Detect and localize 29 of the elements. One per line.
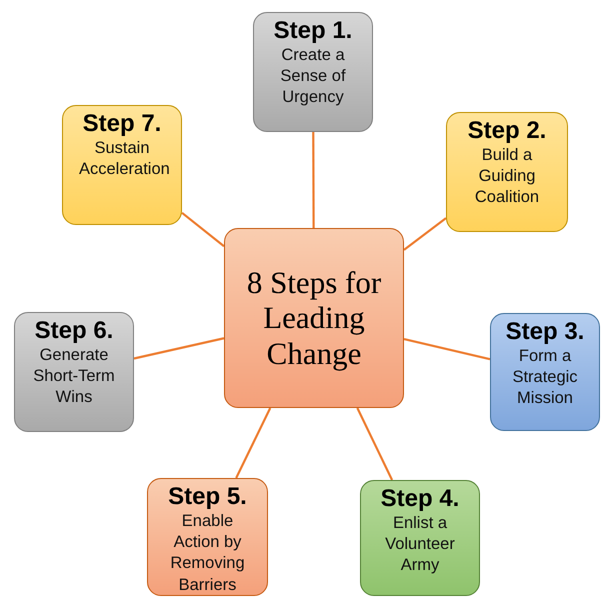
connector-line	[134, 337, 224, 360]
connector-line	[181, 212, 225, 248]
step-description: Generate Short-Term Wins	[32, 344, 116, 408]
connector-line	[235, 408, 272, 478]
title-text: 8 Steps for Leading Change	[246, 264, 382, 372]
step-heading: Step 6.	[34, 317, 114, 345]
step-heading: Step 3.	[506, 318, 584, 346]
connector-line	[312, 132, 315, 228]
step-description: Enlist a Volunteer Army	[384, 512, 456, 576]
step-box	[147, 478, 268, 596]
step-heading: Step 4.	[380, 485, 460, 513]
step-box	[14, 312, 134, 432]
step-heading: Step 7.	[82, 110, 162, 138]
central-box	[224, 228, 404, 408]
step-box	[360, 480, 480, 596]
step-box	[446, 112, 568, 232]
step-heading: Step 1.	[274, 17, 352, 45]
step-heading: Step 5.	[168, 483, 247, 511]
connector-line	[356, 408, 394, 480]
step-description: Form a Strategic Mission	[511, 346, 579, 410]
step-description: Create a Sense of Urgency	[279, 44, 347, 108]
connector-line	[403, 217, 447, 251]
step-description: Build a Guiding Coalition	[474, 144, 540, 208]
connector-line	[404, 338, 490, 360]
step-heading: Step 2.	[468, 117, 546, 145]
step-box	[253, 12, 373, 132]
step-description: Enable Action by Removing Barriers	[169, 510, 246, 596]
step-box	[62, 105, 182, 225]
step-box	[490, 313, 600, 431]
